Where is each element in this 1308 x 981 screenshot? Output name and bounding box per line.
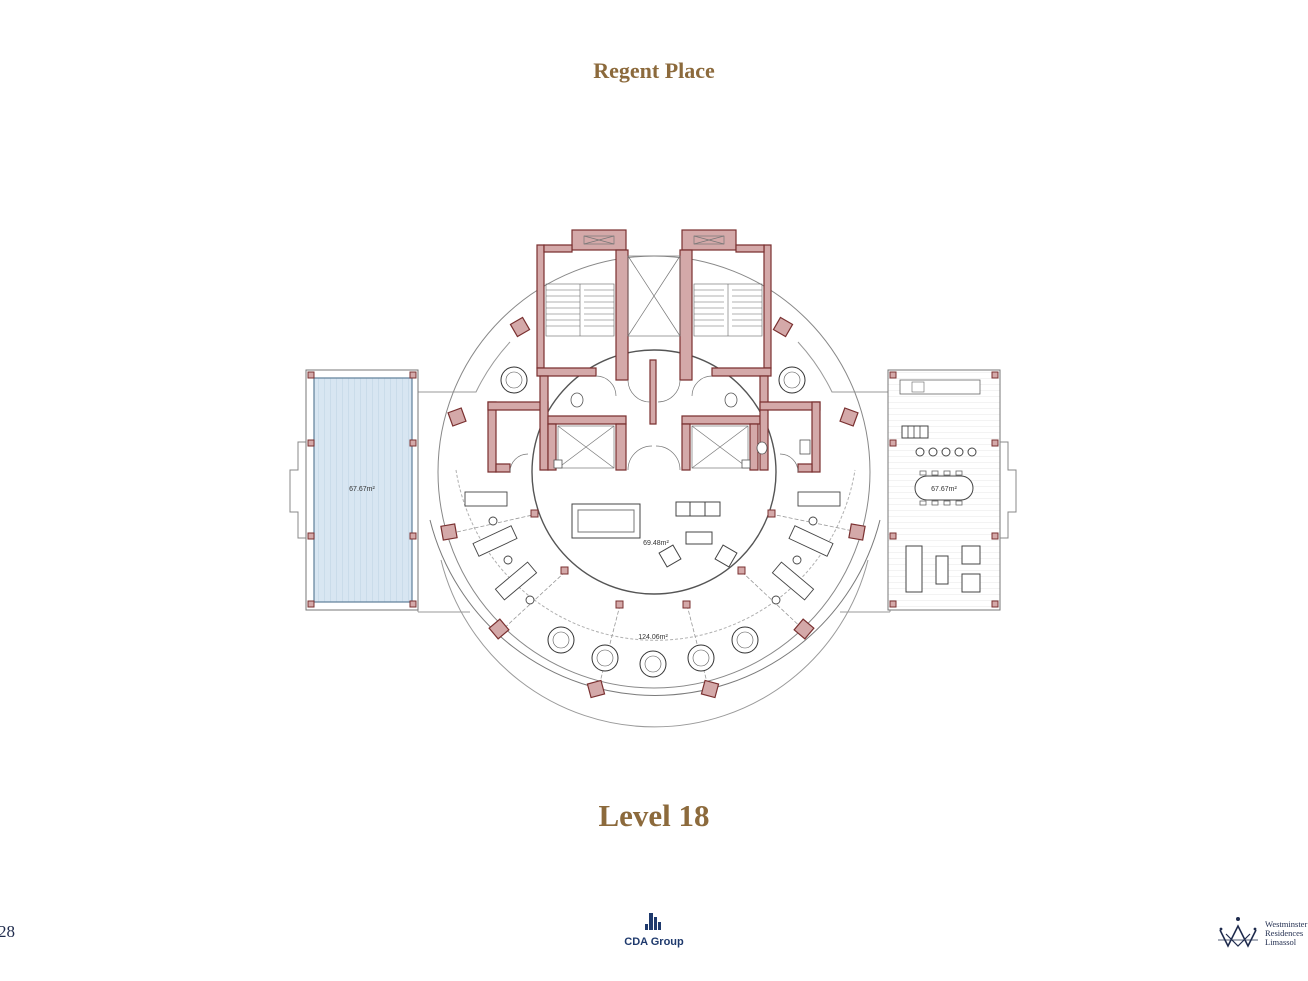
lounge-area: 69.48m² (643, 540, 669, 547)
terrace-area: 67.67m² (931, 486, 957, 493)
stairs (545, 283, 763, 337)
pool-deck-area: 67.67m² (349, 486, 375, 493)
billiard-table (571, 503, 641, 539)
wc-fixtures (553, 392, 811, 469)
pool (313, 377, 413, 603)
pool-deck: 67.67m² (289, 369, 419, 611)
page-title: Regent Place (593, 58, 715, 83)
level-label: Level 18 (598, 798, 710, 833)
planters (500, 366, 806, 678)
page-number: 28 (0, 922, 15, 941)
brand-line-3: Limassol (1265, 937, 1297, 947)
brand-line-2: Residences (1265, 928, 1304, 938)
lounge-furniture (571, 501, 738, 568)
core-walls (487, 229, 821, 473)
terrace: 67.67m² (887, 369, 1017, 611)
perimeter-columns (440, 316, 866, 699)
lounge-columns (530, 509, 776, 609)
lift-shafts (557, 235, 749, 469)
cda-logo: CDA Group (614, 912, 694, 948)
sun-loungers (464, 491, 841, 605)
building-icon (645, 913, 661, 930)
cda-label: CDA Group (624, 936, 684, 948)
outer-ring-area: 124.06m² (638, 634, 668, 641)
crown-icon (1218, 917, 1258, 948)
brand-logo: Westminster Residences Limassol (1216, 914, 1308, 954)
door-swings (509, 375, 799, 473)
planter-foliage (505, 371, 801, 673)
brand-line-1: Westminster (1265, 919, 1308, 929)
